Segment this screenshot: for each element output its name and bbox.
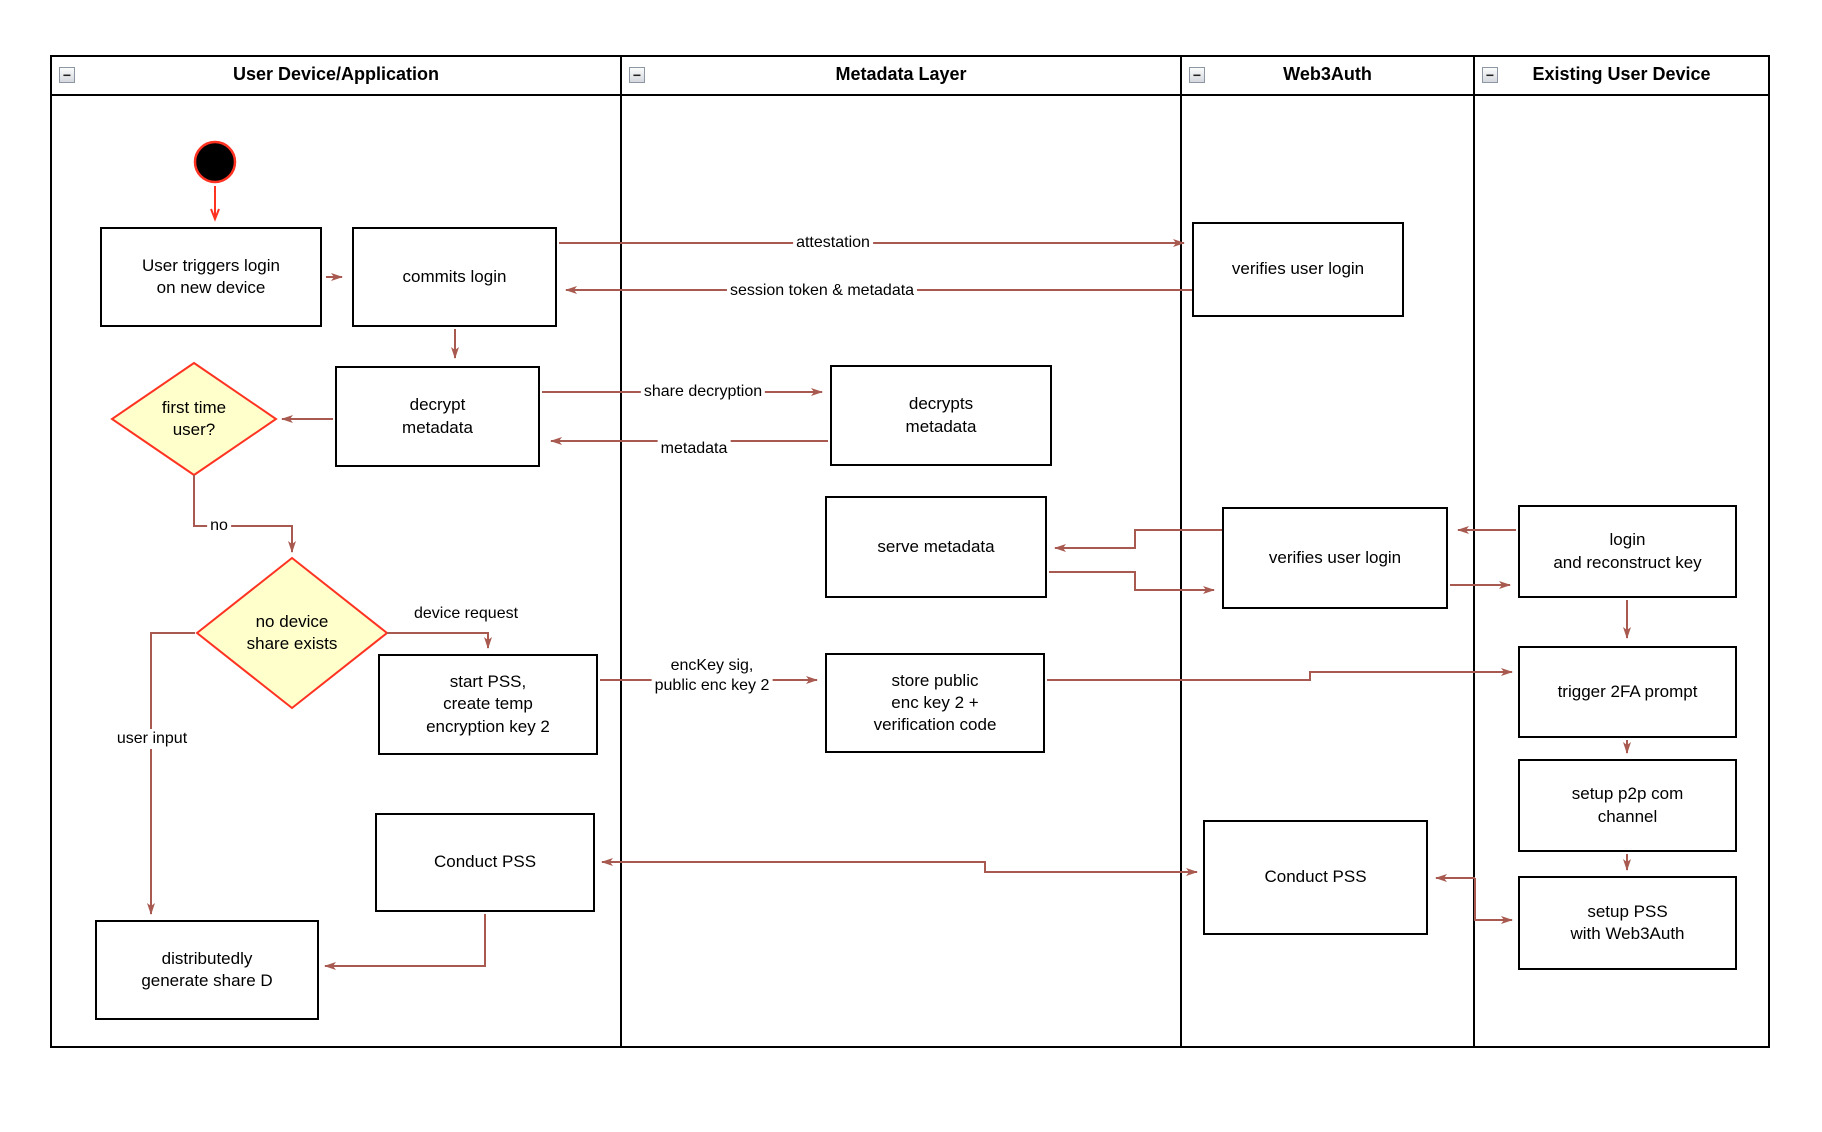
- node-start-pss[interactable]: start PSS, create temp encryption key 2: [378, 654, 598, 755]
- edge-label-session-token: session token & metadata: [726, 281, 918, 301]
- edge-label-share-decryption: share decryption: [640, 382, 766, 402]
- edge-label-no: no: [207, 516, 231, 536]
- lane-header-web3auth: − Web3Auth: [1182, 55, 1473, 96]
- edge-label-attestation: attestation: [793, 233, 873, 253]
- node-serve-metadata[interactable]: serve metadata: [825, 496, 1047, 598]
- collapse-icon[interactable]: −: [59, 67, 75, 83]
- lane-header-metadata-layer: − Metadata Layer: [622, 55, 1180, 96]
- node-conduct-pss-right[interactable]: Conduct PSS: [1203, 820, 1428, 935]
- node-user-triggers-login[interactable]: User triggers login on new device: [100, 227, 322, 327]
- decision-label-first-time: first time user?: [161, 397, 227, 439]
- node-login-reconstruct-key[interactable]: login and reconstruct key: [1518, 505, 1737, 598]
- lane-title: Existing User Device: [1532, 64, 1711, 84]
- edge-label-enckey: encKey sig, public enc key 2: [651, 656, 773, 696]
- node-trigger-2fa[interactable]: trigger 2FA prompt: [1518, 646, 1737, 738]
- lane-divider-1: [620, 55, 622, 1048]
- collapse-icon[interactable]: −: [629, 67, 645, 83]
- lane-divider-2: [1180, 55, 1182, 1048]
- edge-label-user-input: user input: [113, 729, 191, 749]
- node-verifies-user-login-mid[interactable]: verifies user login: [1222, 507, 1448, 609]
- node-decrypt-metadata[interactable]: decrypt metadata: [335, 366, 540, 467]
- lane-title: Metadata Layer: [835, 64, 967, 84]
- node-distributed-share[interactable]: distributedly generate share D: [95, 920, 319, 1020]
- edge-label-device-request: device request: [413, 605, 519, 622]
- node-setup-pss[interactable]: setup PSS with Web3Auth: [1518, 876, 1737, 970]
- node-store-public-key[interactable]: store public enc key 2 + verification co…: [825, 653, 1045, 753]
- decision-label-no-device-share: no device share exists: [246, 611, 338, 653]
- lane-title: User Device/Application: [232, 64, 440, 84]
- lane-divider-3: [1473, 55, 1475, 1048]
- collapse-icon[interactable]: −: [1482, 67, 1498, 83]
- node-setup-p2p[interactable]: setup p2p com channel: [1518, 759, 1737, 852]
- node-commits-login[interactable]: commits login: [352, 227, 557, 327]
- collapse-icon[interactable]: −: [1189, 67, 1205, 83]
- node-verifies-user-login-top[interactable]: verifies user login: [1192, 222, 1404, 317]
- lane-title: Web3Auth: [1283, 64, 1372, 84]
- node-conduct-pss-left[interactable]: Conduct PSS: [375, 813, 595, 912]
- lane-header-user-device: − User Device/Application: [52, 55, 620, 96]
- lane-header-existing-device: − Existing User Device: [1475, 55, 1768, 96]
- node-decrypts-metadata[interactable]: decrypts metadata: [830, 365, 1052, 466]
- edge-label-metadata: metadata: [657, 439, 731, 459]
